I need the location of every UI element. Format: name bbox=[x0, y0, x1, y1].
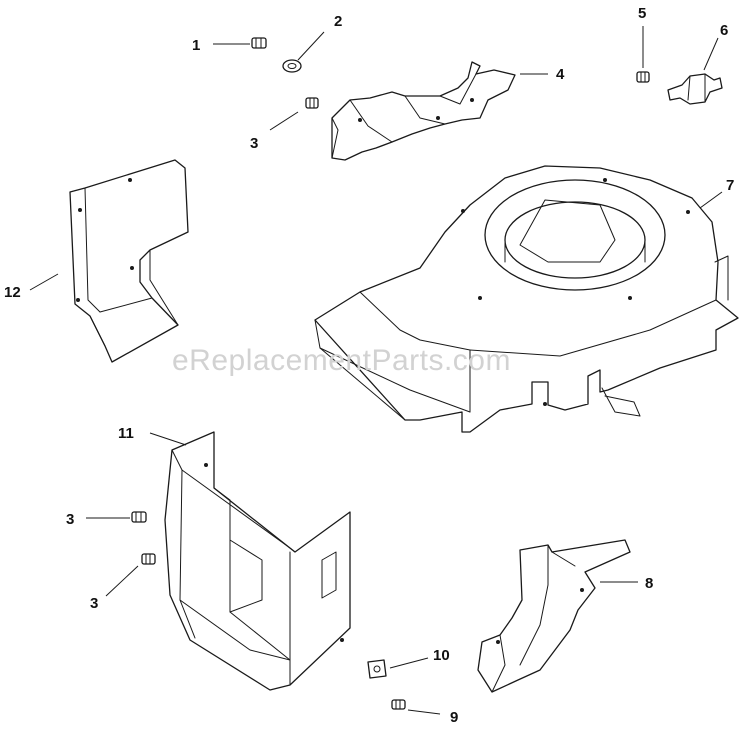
leader-2 bbox=[297, 31, 325, 61]
part-1-screw bbox=[251, 37, 267, 49]
callout-1: 1 bbox=[192, 37, 200, 54]
callout-2: 2 bbox=[334, 13, 342, 30]
part-7-blower-housing bbox=[314, 165, 739, 433]
part-4-baffle bbox=[331, 61, 516, 161]
part-12-side-shield bbox=[69, 159, 189, 363]
callout-3-low: 3 bbox=[90, 595, 98, 612]
leader-3c bbox=[105, 565, 139, 597]
part-6-clamp bbox=[667, 73, 723, 105]
part-3-screw-top bbox=[305, 97, 319, 109]
callout-labels: 1 2 3 4 5 6 7 8 9 10 11 12 3 3 bbox=[4, 5, 734, 726]
leader-7 bbox=[699, 191, 723, 209]
leader-9 bbox=[407, 709, 441, 715]
callout-8: 8 bbox=[645, 575, 653, 592]
leader-10 bbox=[389, 657, 429, 669]
callout-12: 12 bbox=[4, 284, 21, 301]
leader-3a bbox=[269, 111, 299, 131]
leader-11 bbox=[149, 432, 187, 446]
callout-5: 5 bbox=[638, 5, 646, 22]
part-8-cylinder-baffle bbox=[477, 539, 631, 693]
part-11-lower-shroud bbox=[164, 431, 351, 691]
callout-6: 6 bbox=[720, 22, 728, 39]
part-10-nut bbox=[367, 659, 387, 679]
callout-11: 11 bbox=[118, 425, 134, 442]
callout-3: 3 bbox=[250, 135, 258, 152]
part-3-screw-low bbox=[141, 553, 156, 565]
leader-12 bbox=[29, 273, 59, 291]
callout-3-mid: 3 bbox=[66, 511, 74, 528]
callout-4: 4 bbox=[556, 66, 565, 83]
watermark-text: eReplacementParts.com bbox=[172, 344, 511, 377]
part-3-screw-mid bbox=[131, 511, 147, 523]
callout-7: 7 bbox=[726, 177, 734, 194]
part-2-washer bbox=[282, 59, 302, 73]
callout-10: 10 bbox=[433, 647, 450, 664]
callout-9: 9 bbox=[450, 709, 458, 726]
leader-lines bbox=[29, 26, 723, 715]
part-9-screw bbox=[391, 699, 406, 710]
part-5-screw bbox=[636, 71, 650, 83]
leader-6 bbox=[703, 37, 719, 71]
